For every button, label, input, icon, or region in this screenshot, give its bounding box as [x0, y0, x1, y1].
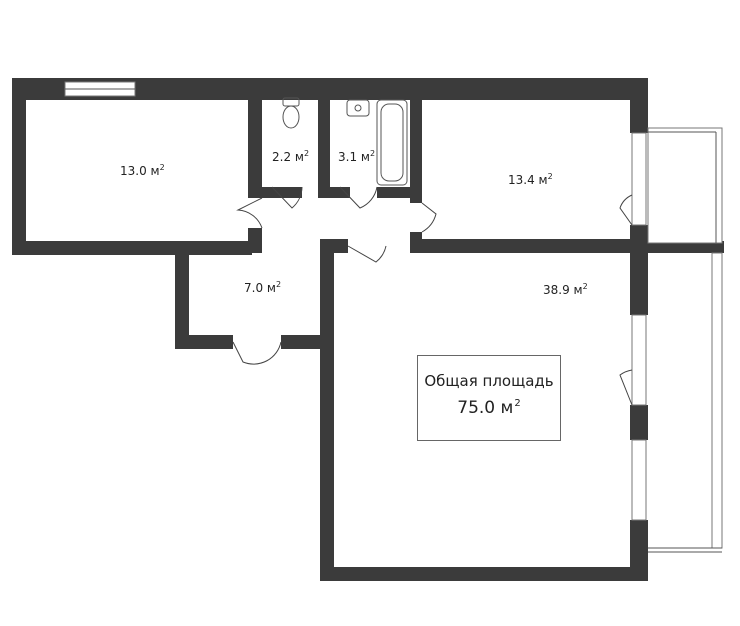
doors: [232, 186, 633, 406]
total-area-box: Общая площадь 75.0 м2: [417, 355, 561, 441]
total-area-value: 75.0 м2: [457, 398, 521, 418]
toilet-icon: [282, 97, 300, 129]
walls: [12, 78, 724, 581]
room-label-2: 2.2 м2: [272, 149, 309, 164]
room-label-1: 13.0 м2: [120, 163, 165, 178]
room-label-6: 38.9 м2: [543, 282, 588, 297]
total-area-title: Общая площадь: [424, 372, 554, 390]
sink-icon: [346, 99, 370, 117]
balcony: [647, 127, 723, 553]
room-label-4: 13.4 м2: [508, 172, 553, 187]
bathtub-icon: [376, 99, 408, 186]
window-right: [631, 132, 647, 521]
room-label-5: 7.0 м2: [244, 280, 281, 295]
room-label-3: 3.1 м2: [338, 149, 375, 164]
window-top: [64, 81, 136, 97]
